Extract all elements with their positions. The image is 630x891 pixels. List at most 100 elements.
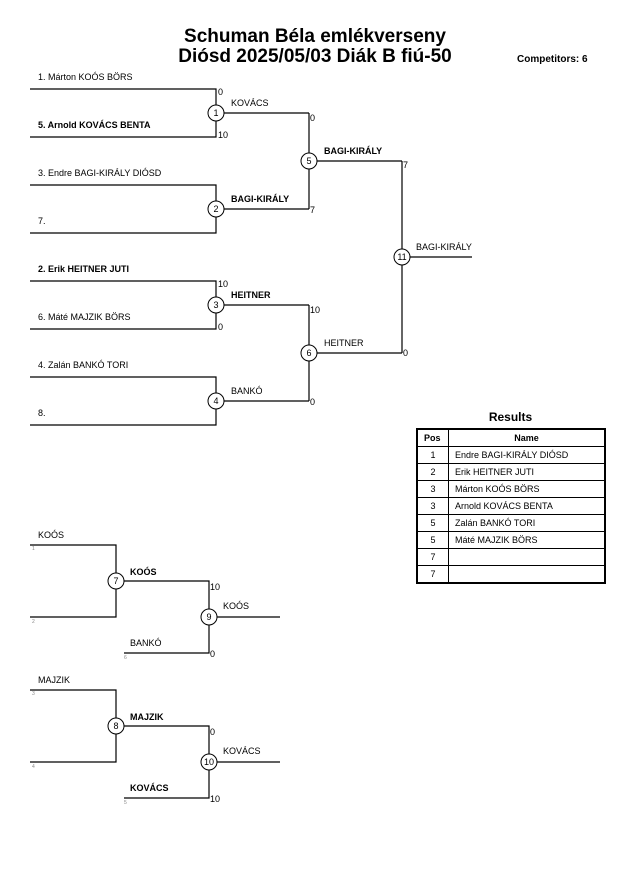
score: 0 xyxy=(218,322,223,332)
results-pos: 3 xyxy=(416,497,449,515)
results-title: Results xyxy=(488,410,533,424)
score: 10 xyxy=(310,305,320,315)
match-1-number: 1 xyxy=(213,108,218,118)
competitor-entry: 6. Máté MAJZIK BÖRS xyxy=(38,312,131,322)
match-7-number: 7 xyxy=(113,576,118,586)
competitor-entry: 3. Endre BAGI-KIRÁLY DIÓSD xyxy=(38,168,162,178)
match-6-number: 6 xyxy=(306,348,311,358)
results-header-name: Name xyxy=(448,428,606,447)
results-pos: 5 xyxy=(416,514,449,532)
match-5-circle xyxy=(300,152,318,170)
match-5-number: 5 xyxy=(306,156,311,166)
competitor-entry: 7. xyxy=(38,216,46,226)
repechage-seed: 6 xyxy=(124,655,127,661)
match-2-circle xyxy=(207,200,225,218)
match-11-circle xyxy=(393,248,411,266)
score: 0 xyxy=(218,87,223,97)
round1-winner-name: HEITNER xyxy=(231,290,271,300)
results-header-pos: Pos xyxy=(416,428,449,447)
round1-winner-name: BAGI-KIRÁLY xyxy=(231,194,289,204)
results-pos: 7 xyxy=(416,565,449,584)
results-name: Endre BAGI-KIRÁLY DIÓSD xyxy=(448,446,606,464)
round1-winner-name: KOVÁCS xyxy=(231,98,269,108)
title-line-2: Diósd 2025/05/03 Diák B fiú-50 xyxy=(178,46,452,67)
results-name: Máté MAJZIK BÖRS xyxy=(448,531,606,549)
results-name: Erik HEITNER JUTI xyxy=(448,463,606,481)
repechage-entry-name: MAJZIK xyxy=(38,675,70,685)
results-pos: 3 xyxy=(416,480,449,498)
score: 10 xyxy=(210,582,220,592)
match-6-circle xyxy=(300,344,318,362)
results-pos: 2 xyxy=(416,463,449,481)
repechage-winner-name: MAJZIK xyxy=(130,712,164,722)
repechage-opponent-name: KOVÁCS xyxy=(130,783,169,793)
round2-winner-name: HEITNER xyxy=(324,338,364,348)
round1-winner-name: BANKÓ xyxy=(231,386,263,396)
match-3-circle xyxy=(207,296,225,314)
score: 0 xyxy=(210,649,215,659)
match-10-circle xyxy=(200,753,218,771)
results-header-row: Pos Name xyxy=(416,428,606,447)
score: 0 xyxy=(210,727,215,737)
results-pos: 1 xyxy=(416,446,449,464)
match-9-circle xyxy=(200,608,218,626)
results-name xyxy=(448,565,606,584)
round1-bracket-line xyxy=(30,376,217,426)
score: 0 xyxy=(310,113,315,123)
results-name xyxy=(448,548,606,566)
match-10-number: 10 xyxy=(204,757,214,767)
competitor-entry: 1. Márton KOÓS BÖRS xyxy=(38,72,133,82)
competitor-entry: 8. xyxy=(38,408,46,418)
score: 7 xyxy=(310,205,315,215)
results-row: 7 xyxy=(416,548,606,566)
repechage-seed: 2 xyxy=(32,619,35,625)
results-name: Márton KOÓS BÖRS xyxy=(448,480,606,498)
results-pos: 7 xyxy=(416,548,449,566)
repechage-opponent-name: BANKÓ xyxy=(130,638,162,648)
round2-winner-name: BAGI-KIRÁLY xyxy=(324,146,382,156)
repechage-seed: 1 xyxy=(32,546,35,552)
results-row: 7 xyxy=(416,565,606,584)
match-9-number: 9 xyxy=(206,612,211,622)
match-8-number: 8 xyxy=(113,721,118,731)
final-winner-name: BAGI-KIRÁLY xyxy=(416,242,472,252)
repechage-seed: 4 xyxy=(32,764,35,770)
results-pos: 5 xyxy=(416,531,449,549)
repechage-bracket-line xyxy=(30,689,117,763)
repechage-bracket-line xyxy=(30,544,117,618)
round1-bracket-line xyxy=(30,184,217,234)
repechage-final-winner: KOVÁCS xyxy=(223,746,261,756)
repechage-final-winner: KOÓS xyxy=(223,601,249,611)
competitors-count: Competitors: 6 xyxy=(517,54,588,65)
repechage-winner-name: KOÓS xyxy=(130,566,157,577)
competitor-entry: 4. Zalán BANKÓ TORI xyxy=(38,360,128,370)
match-7-circle xyxy=(107,572,125,590)
competitor-entry: 2. Erik HEITNER JUTI xyxy=(38,264,129,274)
match-11-number: 11 xyxy=(397,252,406,262)
score: 10 xyxy=(210,794,220,804)
score: 10 xyxy=(218,130,228,140)
score: 0 xyxy=(403,348,408,358)
match-4-number: 4 xyxy=(213,396,218,406)
match-2-number: 2 xyxy=(213,204,218,214)
score: 7 xyxy=(403,160,408,170)
competitor-entry: 5. Arnold KOVÁCS BENTA xyxy=(38,120,151,130)
repechage-seed: 5 xyxy=(124,800,127,806)
repechage-entry-name: KOÓS xyxy=(38,530,64,540)
score: 10 xyxy=(218,279,228,289)
results-name: Arnold KOVÁCS BENTA xyxy=(448,497,606,515)
match-3-number: 3 xyxy=(213,300,218,310)
title-line-1: Schuman Béla emlékverseny xyxy=(184,26,446,47)
score: 0 xyxy=(310,397,315,407)
match-4-circle xyxy=(207,392,225,410)
results-name: Zalán BANKÓ TORI xyxy=(448,514,606,532)
match-8-circle xyxy=(107,717,125,735)
